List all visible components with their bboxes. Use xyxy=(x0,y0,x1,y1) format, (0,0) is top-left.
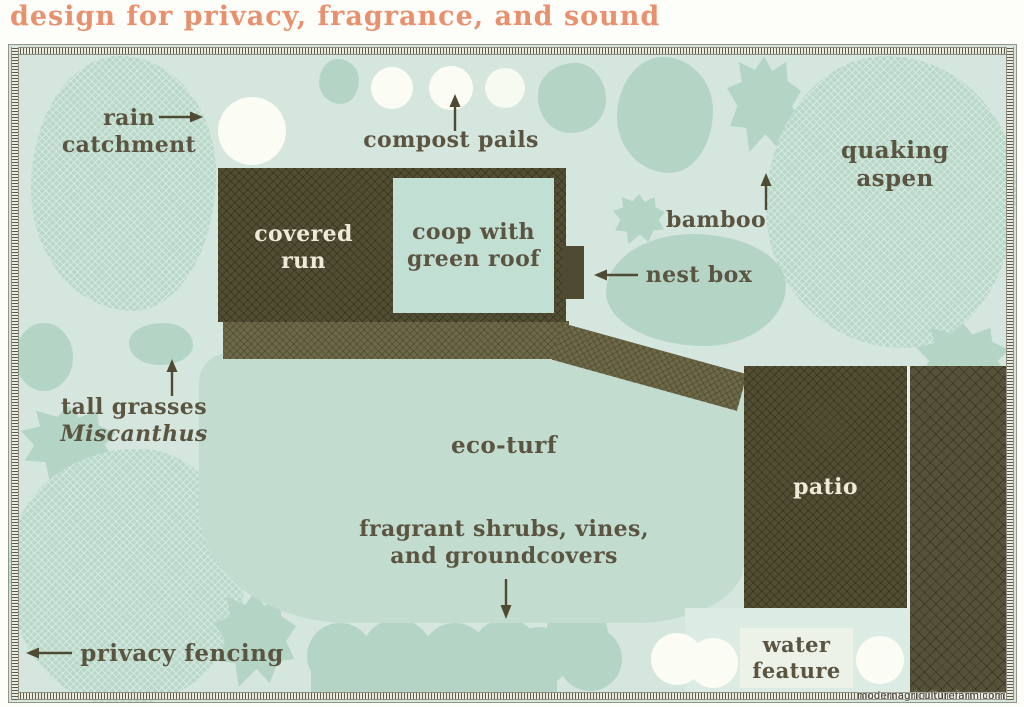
water-feature: water feature xyxy=(740,628,853,688)
patio-label: patio xyxy=(793,473,858,500)
compost-pail xyxy=(429,66,473,110)
arrow-left-icon xyxy=(593,267,639,286)
rain-catchment-label: rain catchment xyxy=(61,105,197,158)
arrow-down-icon xyxy=(499,578,513,624)
quaking-aspen-label: quaking aspen xyxy=(841,137,949,193)
coop-label: coop with green roof xyxy=(406,218,541,272)
patio-seam xyxy=(907,366,910,608)
arrow-up-icon xyxy=(165,359,179,401)
coop: coop with green roof xyxy=(393,178,554,313)
garden-plan-area: coop with green roof covered run patio w… xyxy=(8,44,1017,703)
fragrant-shrubs-label: fragrant shrubs, vines, and groundcovers xyxy=(359,516,649,569)
shrub xyxy=(538,63,606,133)
arrow-up-icon xyxy=(759,173,773,215)
path xyxy=(223,321,569,359)
bamboo-label: bamboo xyxy=(665,207,767,233)
water-basin xyxy=(856,636,904,684)
privacy-fence-left xyxy=(11,47,19,700)
covered-run-label: covered run xyxy=(254,221,353,274)
eco-turf-lawn xyxy=(199,353,744,623)
tree-canopy-top-left xyxy=(31,56,216,311)
arrow-left-icon xyxy=(25,645,73,664)
shrub xyxy=(558,627,622,691)
shrub xyxy=(319,59,359,104)
tall-grasses-label: tall grasses Miscanthus xyxy=(60,394,208,447)
eco-turf-label: eco-turf xyxy=(450,432,558,459)
bamboo-clump xyxy=(606,234,786,346)
privacy-fence-top xyxy=(11,47,1014,55)
arrow-up-icon xyxy=(448,94,462,136)
shrub xyxy=(311,657,557,693)
rain-barrel xyxy=(218,97,286,165)
shrub xyxy=(129,323,193,365)
nest-box xyxy=(562,246,584,299)
arrow-right-icon xyxy=(158,109,204,128)
water-feature-label: water feature xyxy=(752,632,841,683)
shrub xyxy=(15,323,73,391)
patio: patio xyxy=(744,366,907,608)
privacy-fence-bottom xyxy=(11,692,1014,700)
privacy-fence-right xyxy=(1006,47,1014,700)
watermark: modernagriculturefarm.com xyxy=(857,690,1005,702)
page-title: design for privacy, fragrance, and sound xyxy=(10,1,661,32)
structure-strip xyxy=(910,366,1007,692)
nest-box-label: nest box xyxy=(645,262,753,288)
quaking-aspen-canopy xyxy=(766,56,1016,348)
shrub xyxy=(617,57,713,173)
compost-pail xyxy=(371,67,413,109)
water-basin xyxy=(688,638,738,688)
compost-pails-label: compost pails xyxy=(363,127,539,153)
privacy-fencing-label: privacy fencing xyxy=(80,640,284,667)
compost-pail xyxy=(485,68,525,108)
